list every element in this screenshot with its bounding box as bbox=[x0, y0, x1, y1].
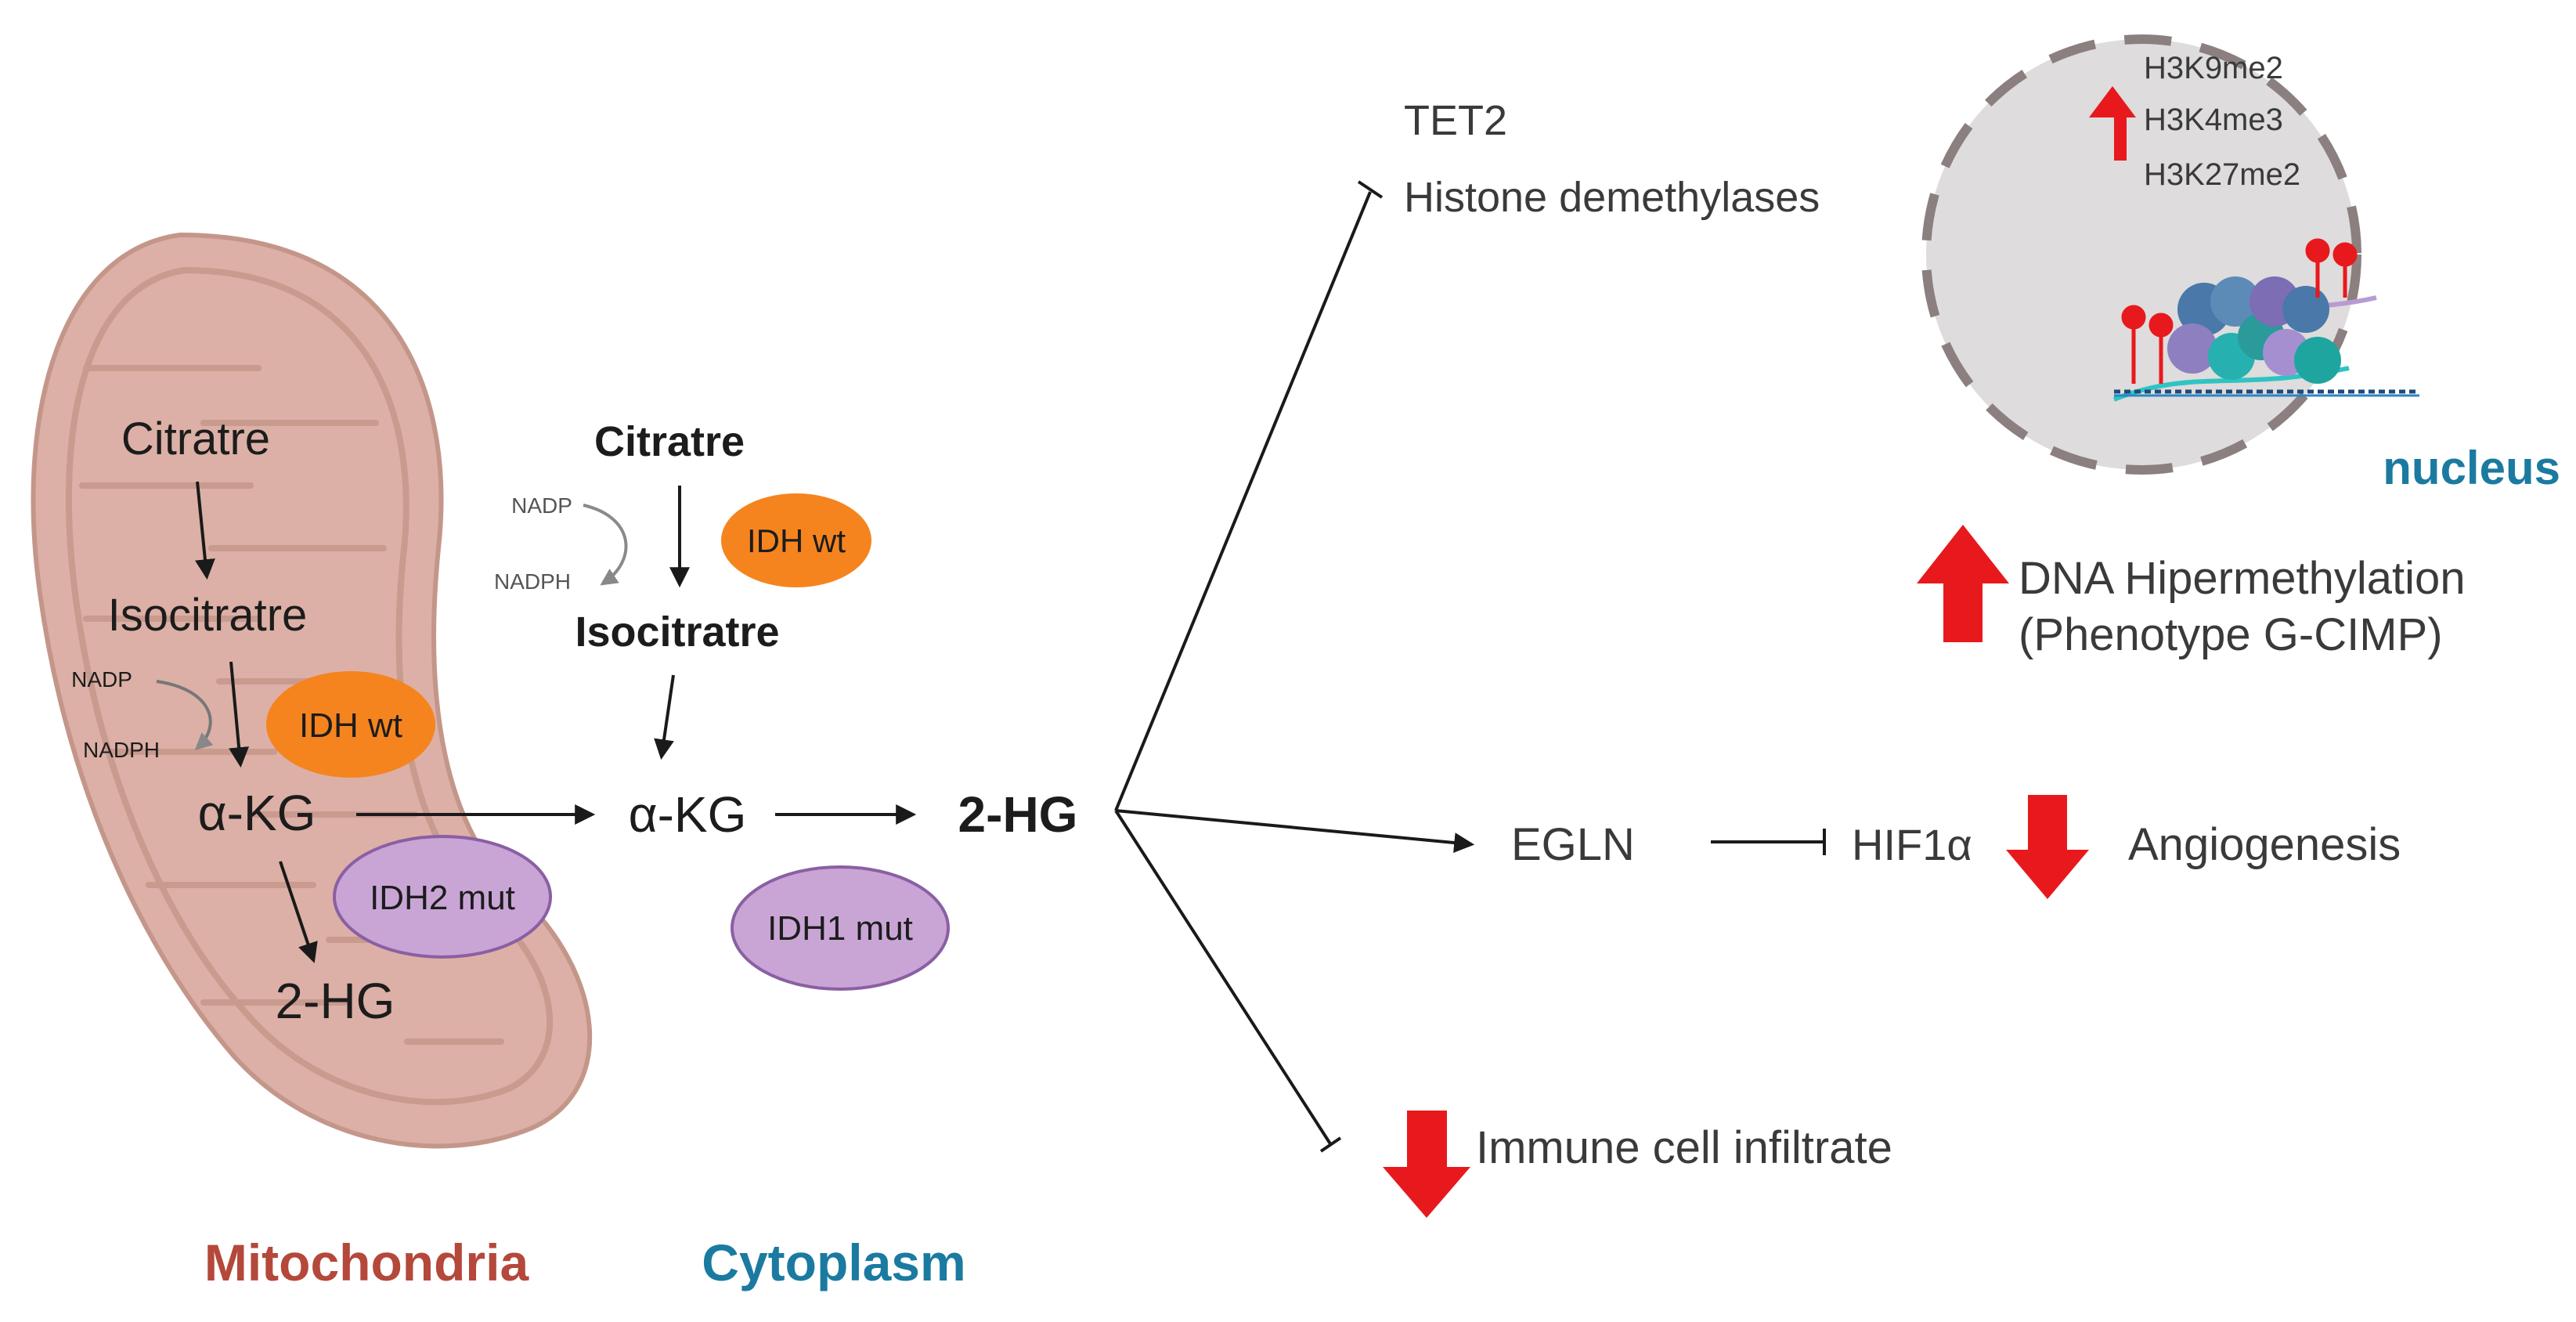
immune-cell-infiltrate-label: Immune cell infiltrate bbox=[1476, 1122, 1892, 1173]
hypermethylation-line1: DNA Hipermethylation bbox=[2019, 553, 2466, 604]
mito-arrow-citrate-isocitrate bbox=[194, 481, 215, 580]
arrow-line-egln bbox=[1115, 809, 1475, 853]
cyto-arrow-isocitrate-akg bbox=[654, 674, 675, 760]
down-arrow-hif1a bbox=[2006, 795, 2089, 899]
mito-nadp-curve-arrow bbox=[156, 680, 214, 750]
nucleus-label: nucleus bbox=[2383, 442, 2560, 494]
down-arrow-immune bbox=[1383, 1111, 1470, 1218]
mito-idh-wt: IDH wt bbox=[299, 706, 402, 745]
mito-isocitrate: Isocitratre bbox=[108, 590, 308, 641]
up-arrow-hypermethylation bbox=[1917, 525, 2009, 642]
histone-demethylases-label: Histone demethylases bbox=[1404, 174, 1820, 221]
mito-idh2-mut: IDH2 mut bbox=[370, 879, 515, 917]
tet2-label: TET2 bbox=[1404, 97, 1507, 144]
cyto-isocitrate: Isocitratre bbox=[575, 609, 779, 656]
cyto-idh-wt-badge bbox=[721, 493, 871, 587]
mito-idh2-mut-badge bbox=[333, 835, 552, 959]
mito-nadp: NADP bbox=[71, 667, 132, 692]
mito-nadph: NADPH bbox=[83, 738, 160, 762]
cyto-nadph: NADPH bbox=[494, 569, 571, 594]
inhibit-line-tet2 bbox=[1114, 191, 1372, 811]
mito-2hg: 2-HG bbox=[276, 973, 395, 1029]
cytoplasm-label: Cytoplasm bbox=[702, 1234, 965, 1291]
cyto-idh1-mut-badge bbox=[731, 865, 950, 991]
mito-arrow-akg-2hg bbox=[279, 861, 318, 963]
histone-mark-h3k4me3: H3K4me3 bbox=[2144, 103, 2283, 137]
mitochondria-label: Mitochondria bbox=[204, 1234, 530, 1291]
nucleus-illustration bbox=[1921, 34, 2419, 475]
mito-arrow-isocitrate-akg bbox=[229, 661, 250, 768]
inhibit-bar-tet2 bbox=[1357, 180, 1384, 199]
cyto-idh-wt: IDH wt bbox=[747, 522, 846, 559]
egln-label: EGLN bbox=[1511, 819, 1635, 870]
inhibit-line-immune bbox=[1114, 809, 1333, 1147]
histone-mark-h3k9me2: H3K9me2 bbox=[2144, 51, 2283, 85]
cyto-akg: α-KG bbox=[629, 786, 747, 843]
mito-idh-wt-badge bbox=[266, 671, 435, 778]
histone-mark-h3k27me2: H3K27me2 bbox=[2144, 157, 2300, 192]
cyto-idh1-mut: IDH1 mut bbox=[767, 909, 913, 948]
cyto-nadp: NADP bbox=[511, 493, 572, 518]
branch-lines bbox=[1114, 180, 1475, 1153]
cyto-citrate: Citratre bbox=[594, 418, 745, 465]
angiogenesis-label: Angiogenesis bbox=[2128, 819, 2401, 870]
cyto-nadp-curve-arrow bbox=[583, 504, 628, 586]
cyto-2hg: 2-HG bbox=[958, 786, 1078, 843]
mito-citrate: Citratre bbox=[121, 414, 270, 464]
mito-akg: α-KG bbox=[198, 785, 316, 841]
inhibit-bar-immune bbox=[1319, 1136, 1342, 1153]
hif1a-label: HIF1α bbox=[1852, 820, 1972, 869]
hypermethylation-line2: (Phenotype G-CIMP) bbox=[2019, 609, 2443, 660]
